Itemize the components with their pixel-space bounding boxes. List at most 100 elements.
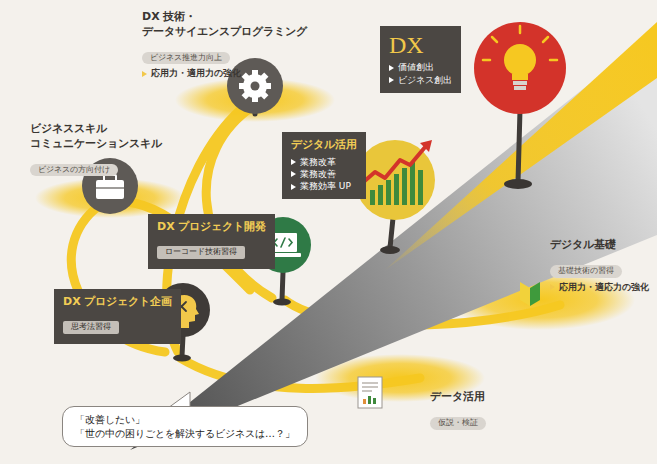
bulb-icon xyxy=(514,86,526,90)
heading: DX xyxy=(389,32,424,58)
text-line: デジタル活用 xyxy=(291,138,357,153)
gear-icon xyxy=(242,73,269,100)
chart-icon xyxy=(355,140,435,220)
bullet-marker xyxy=(291,159,296,165)
heading: ビジネススキル コミュニケーションスキル xyxy=(30,122,162,150)
bulb-icon xyxy=(483,59,490,62)
document-icon xyxy=(358,377,382,408)
bullet-marker xyxy=(291,171,296,177)
bulb-icon xyxy=(483,26,557,60)
pole-bases xyxy=(380,246,400,254)
bulb-icon xyxy=(474,22,566,114)
stage-box: DX プロジェクト企画思考法習得 xyxy=(54,289,181,344)
gear-icon xyxy=(251,82,260,91)
text-line: ビジネススキル コミュニケーションスキル xyxy=(30,122,162,152)
text-line: ビジネス創出 xyxy=(389,74,452,86)
document-icon xyxy=(368,396,371,404)
chart-icon xyxy=(418,170,423,205)
text-line: DX プロジェクト企画 xyxy=(63,295,172,310)
bulb-icon xyxy=(474,22,566,114)
poles xyxy=(282,272,283,300)
bulb-icon xyxy=(512,74,528,80)
document-icon xyxy=(358,377,382,408)
item-text: 価値創出 xyxy=(398,62,434,72)
item-text: 応用力・適応力の強化 xyxy=(559,282,649,292)
text-line: DX プロジェクト開発 xyxy=(157,220,266,235)
chart-icon xyxy=(386,180,391,205)
chart-icon xyxy=(410,162,415,205)
bullet-marker xyxy=(142,71,147,77)
skill-group: デジタル基礎基礎技術の習得応用力・適応力の強化 xyxy=(548,236,651,295)
chart-icon xyxy=(402,168,407,205)
gear-icon xyxy=(227,58,283,114)
gear-icon xyxy=(243,74,267,98)
beginner-mark xyxy=(520,282,540,306)
briefcase-icon xyxy=(96,180,124,199)
text-line: 業務効率 UP xyxy=(291,180,357,192)
heading: DX プロジェクト企画 xyxy=(63,295,172,308)
gear-icon xyxy=(239,70,271,102)
heading: データ活用 xyxy=(430,390,485,403)
skill-group: データ活用仮説・検証 xyxy=(428,388,488,435)
heading: デジタル活用 xyxy=(291,138,357,151)
item-text: ビジネス創出 xyxy=(398,75,452,85)
poles xyxy=(390,218,393,248)
bulb-icon xyxy=(519,26,522,33)
road xyxy=(130,30,657,450)
bullet-marker xyxy=(389,77,394,83)
tag-pill: 思考法習得 xyxy=(63,321,119,334)
skill-group: ビジネススキル コミュニケーションスキルビジネスの方向付け xyxy=(28,120,164,181)
bulb-icon xyxy=(492,37,497,42)
item-text: 業務効率 UP xyxy=(300,181,351,191)
goal-box: DX 価値創出ビジネス創出 xyxy=(380,26,461,93)
text-line: ローコード技術習得 xyxy=(157,238,266,262)
road xyxy=(130,22,657,450)
poles xyxy=(182,336,183,356)
stage-box: デジタル活用業務改革業務改善業務効率 UP xyxy=(282,132,366,199)
pole-bases xyxy=(173,355,191,362)
item-text: 応用力・適用力の強化 xyxy=(151,68,241,78)
text-line: 価値創出 xyxy=(389,61,452,73)
text-line: 「世の中の困りごとを解決するビジネスは…？」 xyxy=(75,427,295,441)
tag-pill: ビジネス推進力向上 xyxy=(142,52,230,65)
chart-icon xyxy=(394,174,399,205)
gear-icon xyxy=(242,73,269,100)
document-icon xyxy=(362,382,378,384)
text-line: DX xyxy=(389,32,452,58)
heading: DX プロジェクト開発 xyxy=(157,220,266,233)
tag-pill: ビジネスの方向付け xyxy=(30,164,118,177)
chart-icon xyxy=(420,140,432,152)
pole-bases xyxy=(504,179,532,189)
heading: デジタル基礎 xyxy=(550,238,616,251)
chart-icon xyxy=(370,190,375,205)
chart-icon xyxy=(360,146,426,185)
bullet-marker xyxy=(291,184,296,190)
tag-pill: 仮説・検証 xyxy=(430,417,486,430)
text-line: 基礎技術の習得 xyxy=(550,257,649,281)
chart-icon xyxy=(355,140,435,220)
document-icon xyxy=(373,398,376,404)
text-line: 思考法習得 xyxy=(63,313,172,337)
bulb-icon xyxy=(504,44,536,76)
stage-box: DX プロジェクト開発ローコード技術習得 xyxy=(148,214,275,269)
chart-icon xyxy=(370,162,423,205)
item-text: 「世の中の困りごとを解決するビジネスは…？」 xyxy=(75,428,295,439)
beginner-mark xyxy=(520,282,530,306)
bulb-icon xyxy=(513,81,527,85)
heading: DX 技術・ データサイエンスプログラミング xyxy=(142,10,307,38)
text-line: 業務改革 xyxy=(291,156,357,168)
chart-icon xyxy=(378,185,383,205)
text-line: ビジネス推進力向上 xyxy=(142,44,307,68)
skill-group: DX 技術・ データサイエンスプログラミングビジネス推進力向上応用力・適用力の強… xyxy=(140,8,309,82)
text-line: 「改善したい」 xyxy=(75,413,295,427)
laptop-icon xyxy=(274,238,292,247)
document-icon xyxy=(362,383,378,391)
laptop-icon xyxy=(289,239,292,246)
item-text: 業務改革 xyxy=(300,157,336,167)
briefcase-icon xyxy=(96,187,124,188)
text-line: 応用力・適用力の強化 xyxy=(142,67,307,79)
beginner-mark xyxy=(530,282,540,306)
tag-pill: 基礎技術の習得 xyxy=(550,265,622,278)
